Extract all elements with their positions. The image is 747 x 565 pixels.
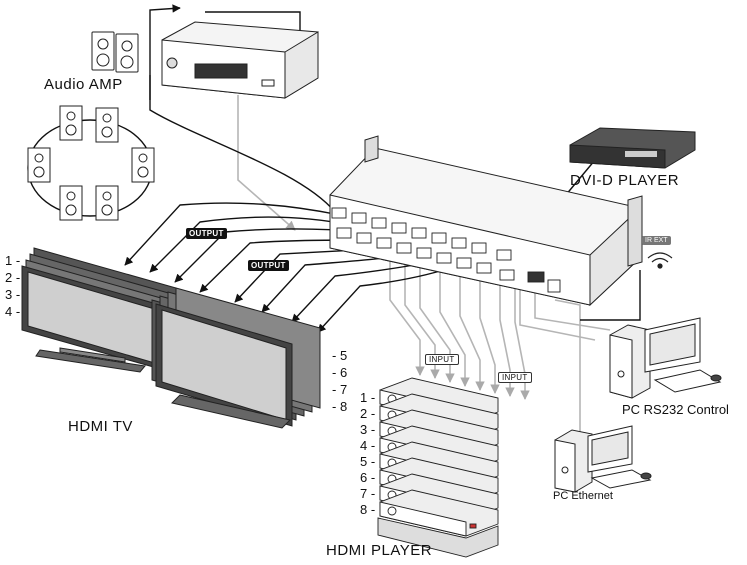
matrix-switcher — [329, 135, 643, 307]
input-tag: INPUT — [498, 372, 532, 383]
input-tag: INPUT — [425, 354, 459, 365]
speaker-icon — [91, 31, 115, 71]
hdmi-player-label: HDMI PLAYER — [326, 542, 433, 559]
tv-number: 4 - — [5, 304, 21, 319]
player-number: 6 - — [360, 470, 376, 485]
tv-number: - 6 — [332, 365, 348, 380]
player-number: 5 - — [360, 454, 376, 469]
pc-ethernet — [554, 425, 652, 493]
player-number: 1 - — [360, 390, 376, 405]
output-tag: OUTPUT — [186, 228, 227, 239]
ir-receiver — [647, 252, 673, 269]
player-number: 2 - — [360, 406, 376, 421]
switcher-ports — [331, 207, 561, 293]
speaker-icon — [59, 185, 83, 221]
speaker-icon — [27, 147, 51, 183]
player-number: 4 - — [360, 438, 376, 453]
speaker-icon — [59, 105, 83, 141]
speaker-icon — [95, 107, 119, 143]
output-tag: OUTPUT — [248, 260, 289, 271]
speaker-icon — [95, 185, 119, 221]
speaker-icon — [115, 33, 139, 73]
tv-number: 1 - — [5, 253, 21, 268]
player-number: 7 - — [360, 486, 376, 501]
hdmi-tv-label: HDMI TV — [68, 418, 133, 435]
tv-number: - 7 — [332, 382, 348, 397]
dvi-player-device — [569, 127, 696, 169]
player-unit — [379, 489, 499, 537]
speaker-ring — [27, 105, 155, 221]
dvi-player-label: DVI-D PLAYER — [570, 172, 680, 189]
player-number: 3 - — [360, 422, 376, 437]
tv-number: - 8 — [332, 399, 348, 414]
hdmi-player-stack — [377, 377, 499, 558]
player-number: 8 - — [360, 502, 376, 517]
speaker-pair — [91, 31, 139, 73]
pc-ethernet-label: PC Ethernet — [553, 490, 613, 502]
pc-rs232-label: PC RS232 Control — [622, 402, 729, 417]
tv-number: - 5 — [332, 348, 348, 363]
audio-amp-label: Audio AMP — [44, 76, 123, 93]
speaker-icon — [131, 147, 155, 183]
pc-rs232 — [609, 317, 722, 399]
tv-number: 2 - — [5, 270, 21, 285]
hdmi-tv-left-stack — [21, 247, 177, 373]
tv-number: 3 - — [5, 287, 21, 302]
audio-amp-device — [161, 21, 319, 99]
ir-ext-tag: IR EXT — [642, 236, 671, 245]
hdmi-tv-right-stack — [151, 287, 321, 429]
